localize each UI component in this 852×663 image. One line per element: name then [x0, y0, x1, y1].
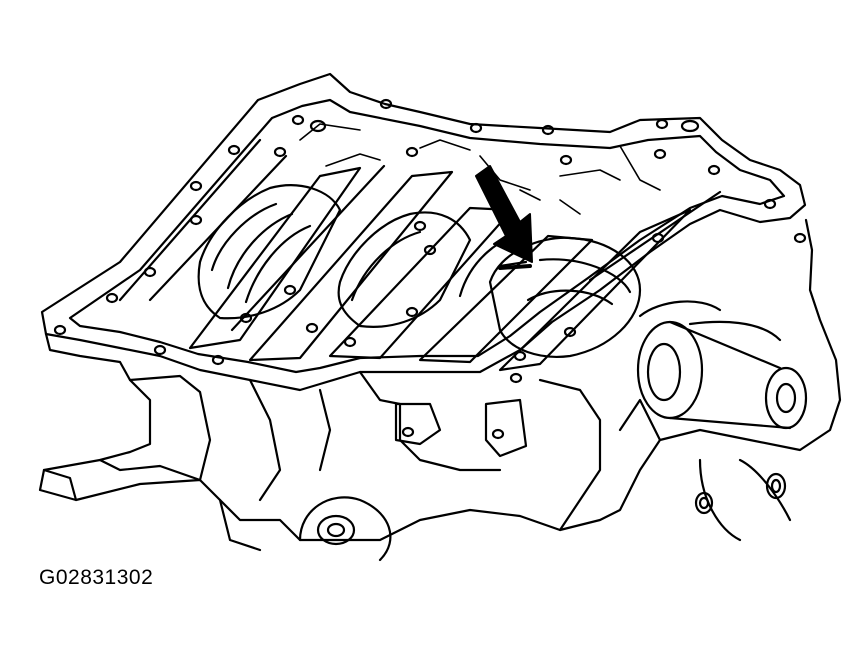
lower-bolt-bosses	[316, 426, 787, 546]
arrow-down-left-icon	[475, 165, 533, 263]
flange-bolt-holes	[53, 98, 807, 384]
crankshaft-rear-end	[636, 300, 808, 430]
block-flange-inner	[68, 98, 786, 374]
thrust-washer-mark	[498, 264, 532, 270]
figure-code: G02831302	[39, 566, 154, 589]
block-lower-skirt	[38, 218, 842, 562]
flange-detail-lines	[299, 123, 661, 215]
bearing-webs	[118, 138, 722, 372]
